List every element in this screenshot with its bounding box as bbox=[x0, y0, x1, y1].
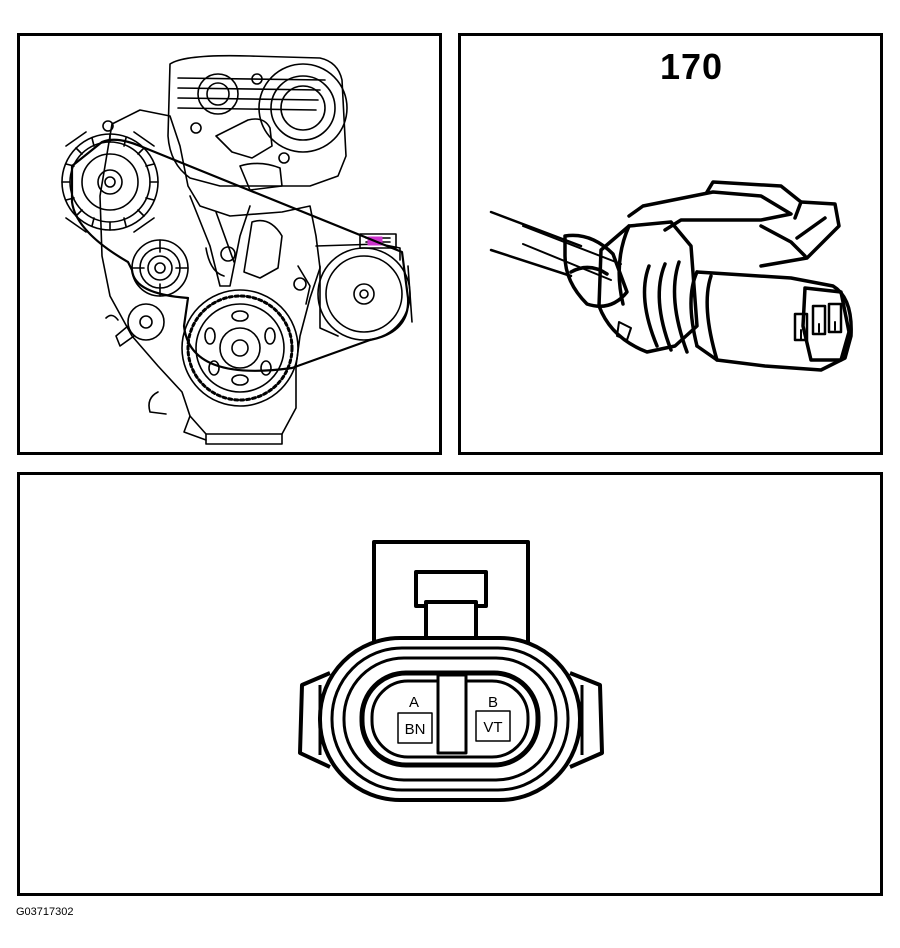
connector-view-panel bbox=[458, 33, 883, 455]
connector-face-panel: A BN B VT bbox=[17, 472, 883, 896]
figure-code-label: G03717302 bbox=[16, 906, 74, 918]
terminal-b-box bbox=[475, 710, 511, 742]
terminal-a-letter: A bbox=[409, 694, 419, 711]
connector-3d-drawing bbox=[489, 180, 853, 372]
terminal-a-wire-color: BN bbox=[405, 721, 426, 738]
engine-front-drawing bbox=[61, 54, 413, 445]
terminal-divider bbox=[436, 673, 468, 755]
terminal-b-wire-color: VT bbox=[483, 719, 502, 736]
component-number-label: 170 bbox=[660, 46, 724, 87]
terminal-a-box bbox=[397, 712, 433, 744]
terminal-b-letter: B bbox=[488, 694, 498, 711]
connector-face-drawing: A BN B VT bbox=[298, 540, 604, 802]
engine-view-panel bbox=[17, 33, 442, 455]
connector-terminal-cavity bbox=[359, 670, 541, 768]
